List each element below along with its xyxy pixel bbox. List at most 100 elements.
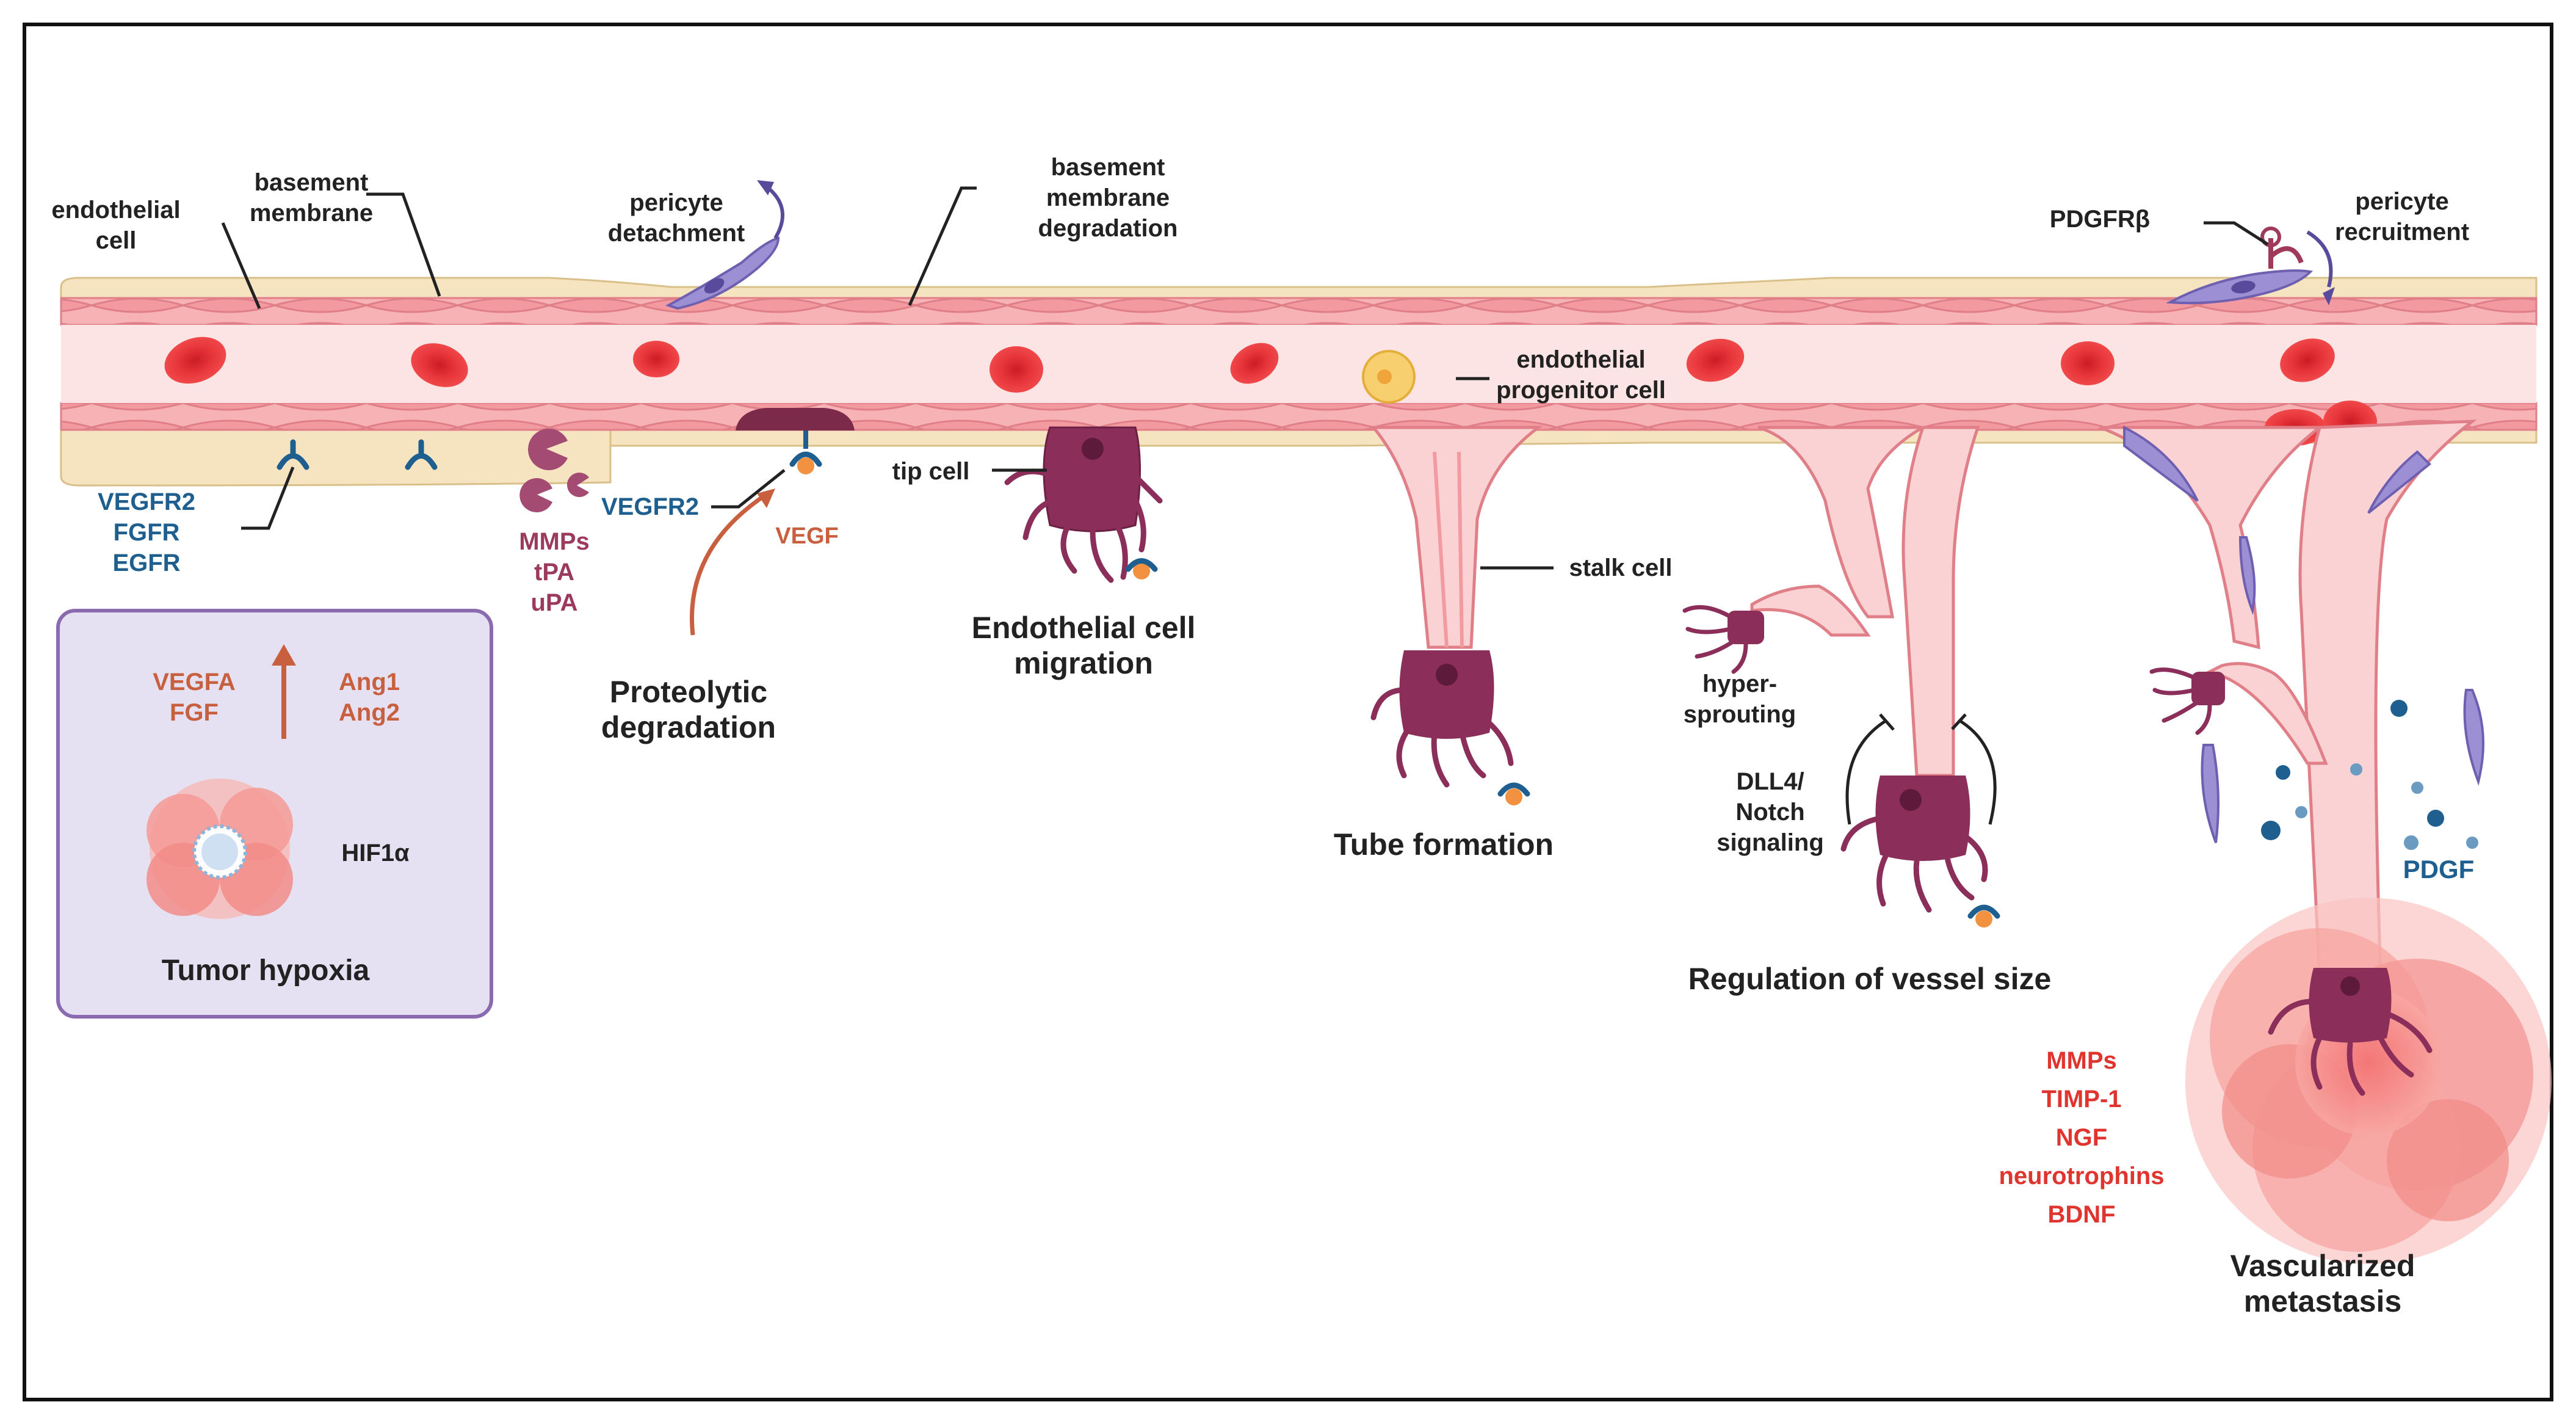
vegf-arrow — [690, 493, 767, 636]
hypersprout-body — [1728, 611, 1764, 644]
tip-cell-nucleus — [1436, 664, 1458, 686]
pericyte-nucleus — [2231, 280, 2256, 294]
protease-icon — [528, 429, 568, 471]
detachment-arrow — [765, 184, 784, 239]
red-blood-cell — [990, 346, 1043, 393]
basement-membrane-top — [60, 277, 2538, 300]
label-pdgf: PDGF — [2403, 855, 2475, 884]
label-hypersprouting: hyper-sprouting — [1684, 670, 1796, 728]
hypersprouting-cell — [1682, 605, 1764, 674]
receptor-icons — [277, 439, 438, 470]
red-blood-cell — [1230, 343, 1279, 384]
pericyte — [2201, 744, 2220, 843]
metastatic-tumor — [2185, 898, 2552, 1264]
vegfr2-icon — [1967, 904, 2000, 919]
vegf-arrow-head — [757, 489, 775, 508]
vegf-ligand — [1505, 788, 1522, 805]
tip-cell-nucleus — [2340, 976, 2360, 996]
label-vegf: VEGF — [775, 523, 838, 549]
red-blood-cell — [411, 343, 468, 387]
blood-vessel — [60, 180, 2538, 636]
red-blood-cell — [164, 336, 226, 384]
progenitor-nucleus — [1377, 369, 1392, 384]
tip-cell-nucleus — [1900, 789, 1922, 811]
recruitment-arrow — [2306, 230, 2333, 288]
label-stalk-cell: stalk cell — [1569, 554, 1672, 581]
recruitment-arrow-head — [2323, 287, 2335, 305]
sprout-pericytes — [2123, 425, 2484, 843]
tip-cell-nucleus — [1082, 438, 1104, 460]
endothelium-top — [60, 297, 2538, 326]
sprout-inner-wall — [1433, 451, 1464, 648]
pdgfrb-head — [2260, 227, 2281, 247]
stage-tumor-hypoxia: Tumor hypoxia — [162, 954, 370, 987]
protease-icon — [519, 478, 552, 513]
vegfr2-icon — [1125, 558, 1158, 572]
tip-cell-body — [2309, 968, 2392, 1043]
inhibition-arc-left — [1845, 719, 1887, 825]
vessel-lumen — [61, 325, 2536, 403]
pericyte — [2238, 536, 2256, 615]
pdgfrb-receptor — [2268, 238, 2304, 269]
pdgf-particles — [2261, 700, 2478, 850]
label-hif1a: HIF1α — [341, 840, 410, 866]
degrading-cell — [736, 408, 855, 430]
migration-tip-cell — [1004, 426, 1163, 583]
pericyte-nucleus — [704, 278, 725, 294]
inhibition-arc-right — [1958, 719, 1997, 825]
red-blood-cell — [633, 341, 679, 377]
label-tip-cell: tip cell — [892, 458, 970, 485]
vegfr2-icon — [1497, 782, 1530, 797]
metastasis-side-tip — [2149, 667, 2225, 735]
label-vegfr2: VEGFR2 — [601, 493, 699, 520]
tip-cell-body — [1399, 650, 1494, 739]
vegf-ligand — [1975, 910, 1992, 928]
vegfr2-icon — [789, 451, 822, 467]
metastasis-tube-left — [2099, 426, 2325, 650]
protease-icon — [566, 473, 589, 497]
basement-membrane-bottom-left — [60, 426, 612, 487]
tip-cell-filopodia — [1004, 468, 1163, 583]
tube-sprout — [1370, 426, 1543, 805]
upregulation-arrow-head — [272, 644, 296, 666]
pericyte — [2463, 689, 2484, 786]
red-blood-cell — [1686, 338, 1745, 382]
metastasis-tube-main — [2298, 420, 2477, 979]
pericyte — [2123, 425, 2199, 502]
stage-vessel-size: Regulation of vessel size — [1688, 962, 2052, 996]
branching-sprout — [1682, 426, 2000, 928]
pericyte — [2367, 450, 2431, 514]
sprout-tube — [1370, 426, 1543, 649]
tumor-hypoxia-panel — [56, 609, 493, 1019]
stage-tube: Tube formation — [1334, 827, 1554, 862]
vegf-ligand — [797, 457, 814, 474]
branch-tube-main — [1901, 426, 1980, 777]
hypersprout-filopodia — [1682, 605, 1748, 674]
branch-tube — [1757, 426, 1929, 619]
detachment-arrow-head — [757, 180, 774, 195]
metastasis-tip-cell — [2268, 968, 2433, 1096]
sprout-tip-cell — [1370, 650, 1530, 805]
side-tip-filopodia — [2149, 667, 2212, 735]
vegf-ligand — [1133, 562, 1150, 579]
endothelium-bottom — [60, 402, 2538, 431]
red-blood-cell — [2061, 341, 2115, 385]
tip-cell-filopodia — [1370, 687, 1514, 788]
outer-frame — [23, 23, 2553, 1401]
